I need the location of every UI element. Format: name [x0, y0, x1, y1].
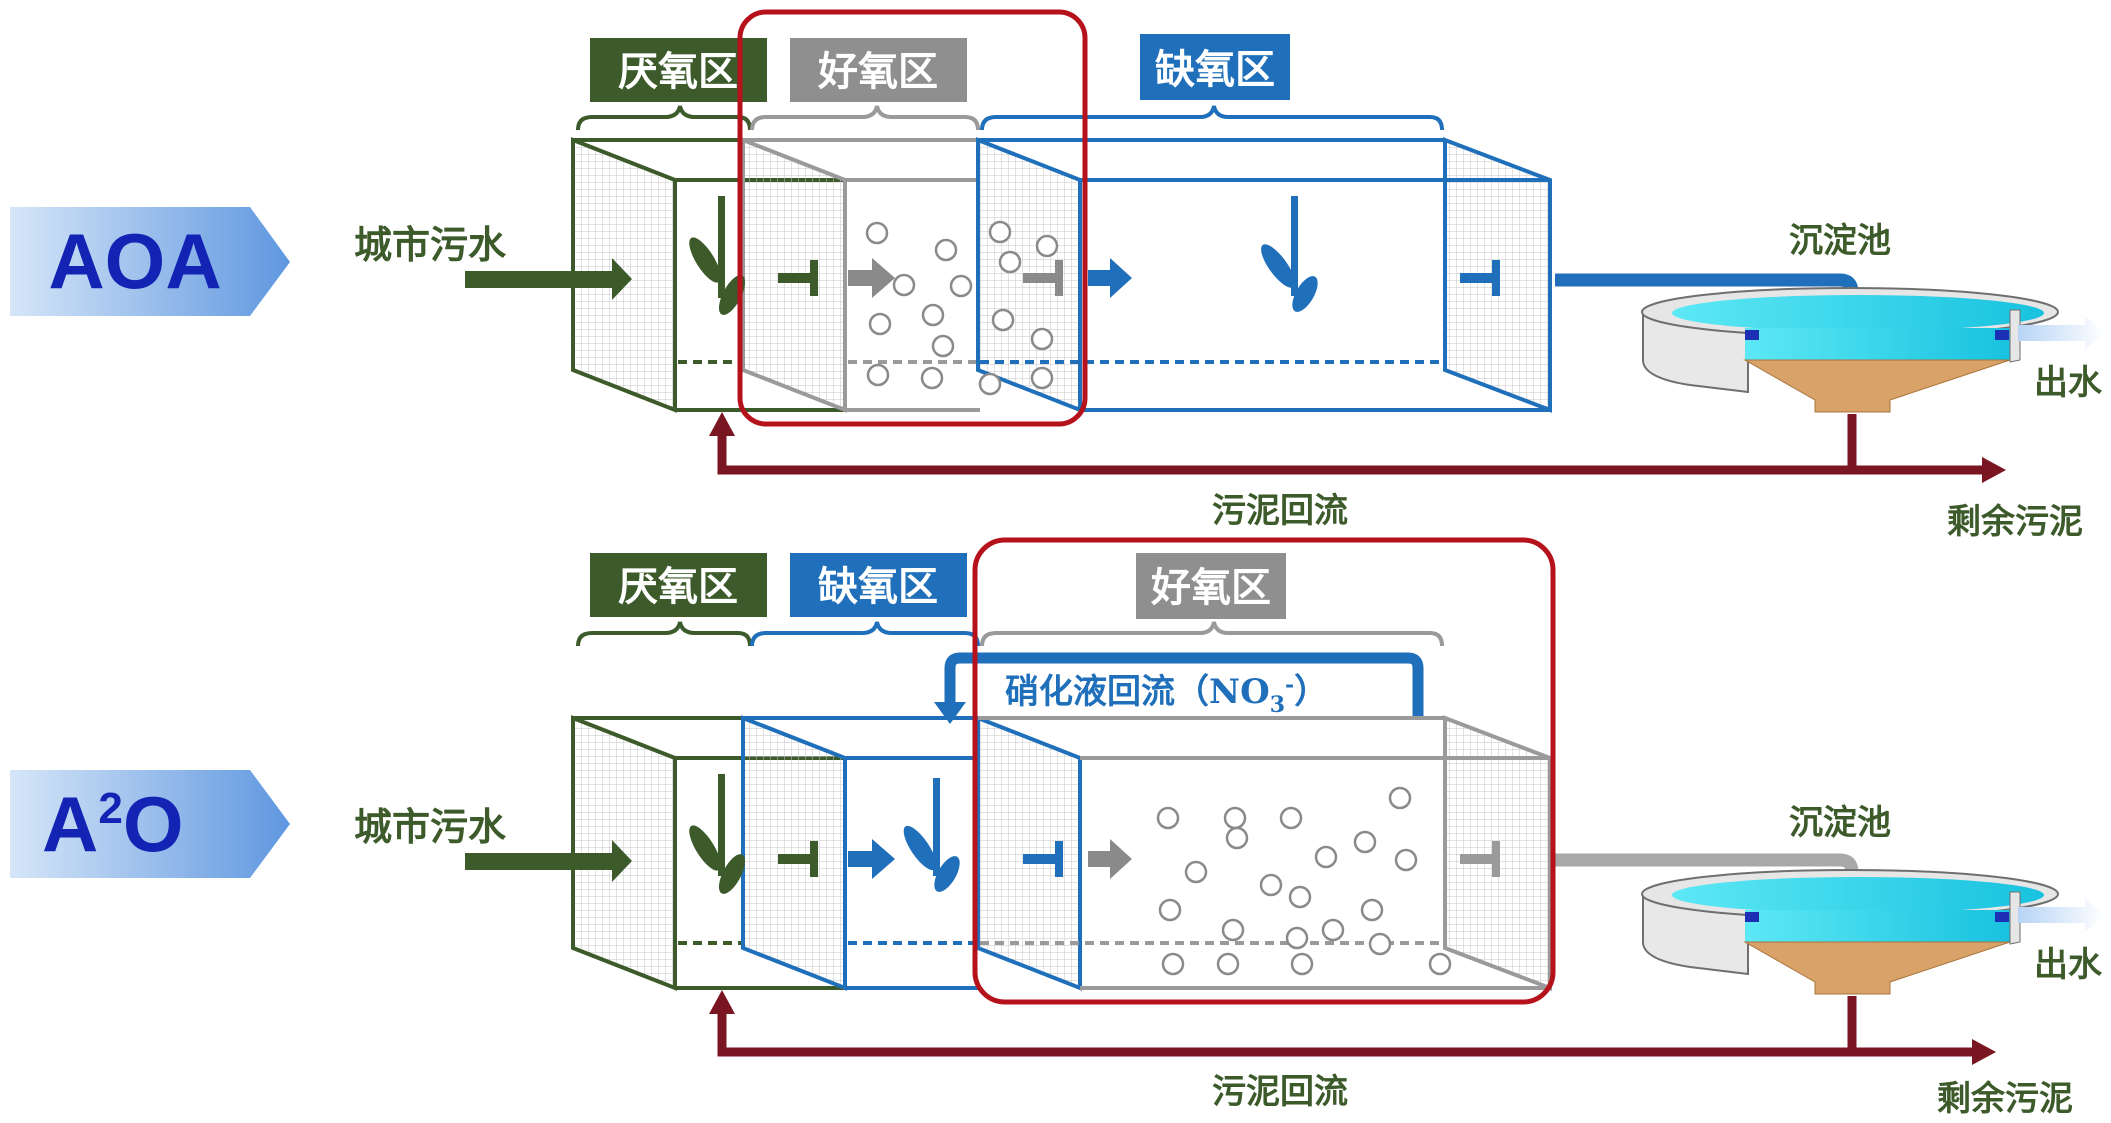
aoa-clarifier — [1641, 287, 2059, 413]
a2o-section: A2O 厌氧区 缺氧区 好氧区 硝化液回流（NO3-） — [10, 537, 2105, 1119]
a2o-tank-aerobic — [976, 715, 1552, 991]
a2o-tank-anoxic — [741, 715, 980, 991]
aoa-brace-anoxic — [980, 105, 1444, 131]
a2o-transfer-pipe-1 — [778, 841, 818, 877]
aoa-flow-arrow-aerobic-to-anoxic — [1088, 258, 1132, 298]
svg-text:缺氧区: 缺氧区 — [818, 563, 938, 610]
a2o-zone-aerobic-label: 好氧区 — [1136, 553, 1286, 619]
a2o-clarifier — [1641, 869, 2059, 995]
aoa-brace-aerobic — [750, 105, 980, 131]
a2o-brace-aerobic — [980, 621, 1444, 647]
aoa-zone-aerobic-label: 好氧区 — [790, 38, 967, 102]
a2o-return-sludge-line — [709, 990, 1996, 1065]
a2o-mixer-anaerobic — [689, 774, 746, 894]
aoa-zone-anoxic-label: 缺氧区 — [1140, 34, 1290, 100]
svg-text:好氧区: 好氧区 — [817, 48, 938, 95]
a2o-effluent-arrow — [2018, 898, 2105, 932]
aoa-clarifier-label: 沉淀池 — [1789, 221, 1891, 261]
a2o-aeration-bubbles — [1156, 786, 1452, 976]
svg-text:厌氧区: 厌氧区 — [618, 563, 738, 610]
a2o-influent-label: 城市污水 — [354, 804, 507, 849]
a2o-transfer-pipe-3 — [1460, 841, 1500, 877]
svg-text:好氧区: 好氧区 — [1150, 564, 1271, 611]
aoa-return-sludge-label: 污泥回流 — [1212, 491, 1348, 531]
svg-text:缺氧区: 缺氧区 — [1155, 46, 1275, 93]
aoa-flow-arrow-anaerobic-to-aerobic — [848, 258, 895, 298]
a2o-effluent-label: 出水 — [2034, 945, 2103, 985]
aoa-effluent-arrow — [2018, 316, 2105, 350]
aoa-transfer-pipe-1 — [778, 260, 818, 296]
aoa-section: AOA 厌氧区 好氧区 缺氧区 — [10, 9, 2105, 542]
a2o-nitrate-recycle-label: 硝化液回流（NO3-） — [1005, 672, 1328, 718]
aoa-brace-anaerobic — [576, 105, 752, 131]
a2o-brace-anoxic — [750, 621, 980, 647]
aoa-transfer-pipe-2 — [1023, 260, 1063, 296]
aoa-influent-label: 城市污水 — [354, 222, 507, 267]
aoa-effluent-label: 出水 — [2034, 363, 2103, 403]
a2o-return-sludge-label: 污泥回流 — [1212, 1072, 1348, 1112]
aoa-influent-arrow — [465, 258, 632, 300]
aoa-transfer-pipe-3 — [1460, 260, 1500, 296]
a2o-brace-anaerobic — [576, 621, 752, 647]
a2o-zone-anoxic-label: 缺氧区 — [790, 553, 967, 617]
a2o-flow-arrow-anaerobic-to-anoxic — [848, 839, 895, 879]
aoa-return-sludge-line — [709, 412, 2006, 483]
aoa-badge-label: AOA — [48, 217, 221, 305]
a2o-clarifier-label: 沉淀池 — [1789, 803, 1891, 843]
a2o-influent-arrow — [465, 840, 632, 882]
a2o-excess-sludge-label: 剩余污泥 — [1937, 1079, 2073, 1119]
aoa-mixer-anoxic — [1261, 196, 1318, 312]
a2o-zone-anaerobic-label: 厌氧区 — [590, 553, 767, 617]
a2o-badge: A2O — [10, 770, 290, 878]
a2o-flow-arrow-anoxic-to-aerobic — [1088, 839, 1132, 879]
a2o-mixer-anoxic — [903, 778, 960, 892]
a2o-highlight-box — [972, 537, 1556, 1005]
a2o-badge-label: A2O — [42, 780, 184, 868]
aoa-highlight-box — [737, 9, 1088, 427]
a2o-transfer-pipe-2 — [1023, 841, 1063, 877]
aoa-badge: AOA — [10, 207, 290, 316]
aoa-excess-sludge-label: 剩余污泥 — [1947, 502, 2083, 542]
a2o-nitrate-recycle-line — [934, 652, 1424, 724]
svg-text:厌氧区: 厌氧区 — [618, 48, 738, 95]
aoa-aeration-bubbles — [865, 220, 1059, 396]
